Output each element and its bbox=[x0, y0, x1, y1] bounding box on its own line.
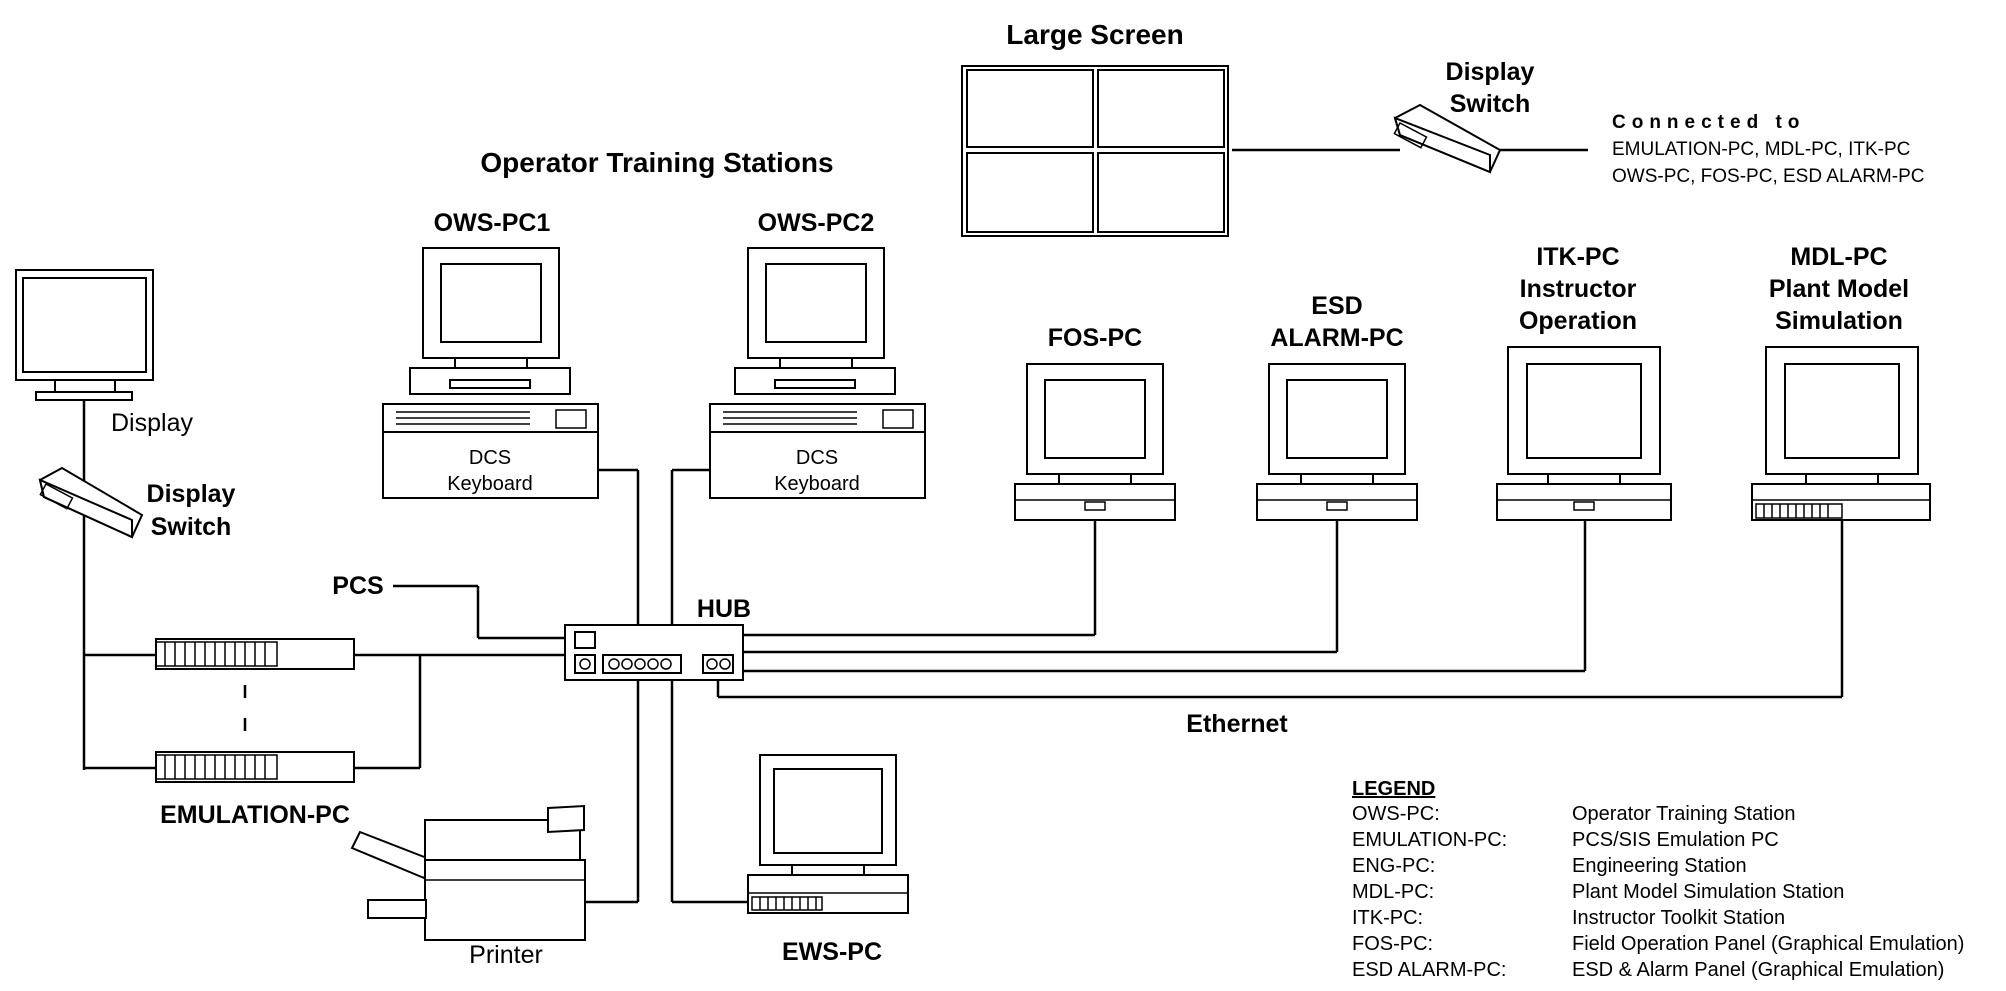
itk-pc-label-line2: Instructor bbox=[1520, 275, 1637, 303]
emulation-pc-unit1-icon bbox=[155, 638, 355, 670]
left-display-monitor-icon bbox=[15, 269, 154, 401]
ows-pc2-computer-icon bbox=[709, 247, 926, 499]
legend-key-eng: ENG-PC: bbox=[1352, 855, 1435, 877]
ows-pc2-label: OWS-PC2 bbox=[758, 209, 875, 237]
legend-key-itk: ITK-PC: bbox=[1352, 907, 1423, 929]
ows-pc1-label: OWS-PC1 bbox=[434, 209, 551, 237]
legend-value-emulation: PCS/SIS Emulation PC bbox=[1572, 829, 1779, 851]
ows-pc2-keyboard-line2: Keyboard bbox=[774, 473, 860, 495]
mdl-pc-label-line2: Plant Model bbox=[1769, 275, 1909, 303]
display-switch-left-line2: Switch bbox=[151, 513, 232, 541]
emulation-pc-unit2-icon bbox=[155, 751, 355, 783]
legend-value-eng: Engineering Station bbox=[1572, 855, 1747, 877]
display-switch-left-line1: Display bbox=[147, 480, 236, 508]
itk-pc-computer-icon bbox=[1496, 346, 1672, 521]
itk-pc-label-line3: Operation bbox=[1519, 307, 1637, 335]
printer-icon bbox=[350, 804, 586, 941]
connected-to-heading: Connected to bbox=[1612, 112, 1805, 133]
emulation-pc-label: EMULATION-PC bbox=[160, 801, 350, 829]
large-screen bbox=[961, 65, 1229, 237]
esd-pc-label-line1: ESD bbox=[1311, 292, 1362, 320]
ows-pc1-computer-icon bbox=[382, 247, 599, 499]
legend-key-fos: FOS-PC: bbox=[1352, 933, 1433, 955]
display-switch-top-line1: Display bbox=[1446, 58, 1535, 86]
ows-pc1-keyboard-line2: Keyboard bbox=[447, 473, 533, 495]
legend-value-fos: Field Operation Panel (Graphical Emulati… bbox=[1572, 933, 1964, 955]
large-screen-title: Large Screen bbox=[1006, 19, 1183, 50]
ows-pc2-keyboard-line1: DCS bbox=[796, 447, 838, 469]
display-switch-top-icon bbox=[1393, 103, 1502, 174]
left-display-label: Display bbox=[111, 409, 193, 437]
mdl-pc-label-line1: MDL-PC bbox=[1790, 243, 1887, 271]
hub-label: HUB bbox=[697, 595, 751, 623]
printer-label: Printer bbox=[469, 941, 543, 969]
pcs-label: PCS bbox=[332, 572, 383, 600]
legend-key-esd: ESD ALARM-PC: bbox=[1352, 959, 1506, 981]
legend-value-itk: Instructor Toolkit Station bbox=[1572, 907, 1785, 929]
itk-pc-label-line1: ITK-PC bbox=[1536, 243, 1619, 271]
esd-pc-label-line2: ALARM-PC bbox=[1270, 324, 1403, 352]
legend-value-mdl: Plant Model Simulation Station bbox=[1572, 881, 1844, 903]
mdl-pc-label-line3: Simulation bbox=[1775, 307, 1903, 335]
esd-pc-computer-icon bbox=[1256, 363, 1418, 521]
legend: LEGEND OWS-PC: Operator Training Station… bbox=[1352, 778, 1964, 981]
ethernet-label: Ethernet bbox=[1186, 710, 1288, 738]
display-switch-top-line2: Switch bbox=[1450, 90, 1531, 118]
operator-training-title: Operator Training Stations bbox=[480, 147, 833, 178]
legend-key-ows: OWS-PC: bbox=[1352, 803, 1440, 825]
connection-lines bbox=[82, 148, 1844, 904]
mdl-pc-computer-icon bbox=[1751, 346, 1931, 521]
connected-to-line1: EMULATION-PC, MDL-PC, ITK-PC bbox=[1612, 139, 1910, 160]
fos-pc-computer-icon bbox=[1014, 363, 1176, 521]
legend-key-mdl: MDL-PC: bbox=[1352, 881, 1434, 903]
hub-device-icon bbox=[564, 624, 744, 681]
legend-title: LEGEND bbox=[1352, 778, 1435, 800]
ews-pc-label: EWS-PC bbox=[782, 938, 882, 966]
legend-value-ows: Operator Training Station bbox=[1572, 803, 1795, 825]
legend-key-emulation: EMULATION-PC: bbox=[1352, 829, 1507, 851]
fos-pc-label-line1: FOS-PC bbox=[1048, 324, 1142, 352]
legend-value-esd: ESD & Alarm Panel (Graphical Emulation) bbox=[1572, 959, 1944, 981]
connected-to-line2: OWS-PC, FOS-PC, ESD ALARM-PC bbox=[1612, 166, 1924, 187]
ews-pc-computer-icon bbox=[747, 754, 909, 914]
ows-pc1-keyboard-line1: DCS bbox=[469, 447, 511, 469]
display-switch-left-icon bbox=[38, 466, 144, 539]
